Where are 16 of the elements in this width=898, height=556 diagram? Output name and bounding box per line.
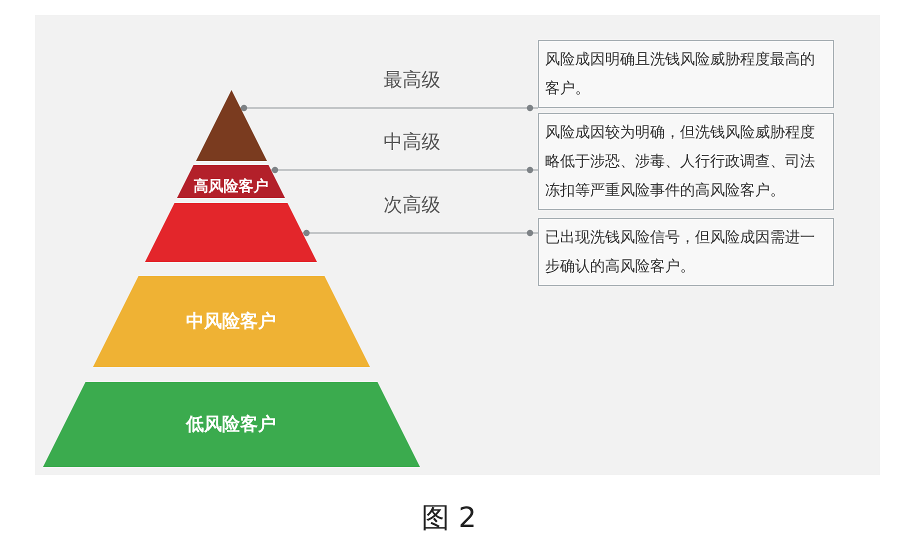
description-card	[538, 40, 834, 108]
level-label: 最高级	[382, 69, 442, 91]
tier-label: 高风险客户	[194, 177, 268, 195]
leader-line	[302, 230, 538, 236]
description-text: 已出现洗钱风险信号，但风险成因需进一步确认的高风险客户。	[545, 227, 816, 277]
tier-label: 中风险客户	[186, 310, 276, 332]
figure-caption: 图 2	[422, 501, 476, 534]
level-label: 次高级	[382, 194, 442, 216]
description-text: 风险成因较为明确，但洗钱风险威胁程度略低于涉恐、涉毒、人行行政调查、司法冻扣等严重风险事件的高风险客户。	[545, 122, 816, 201]
leader-line	[240, 104, 538, 112]
description-text: 风险成因明确且洗钱风险威胁程度最高的客户。	[545, 49, 816, 99]
tier-label: 低风险客户	[186, 414, 276, 436]
description-card	[538, 218, 834, 286]
description-card	[538, 113, 834, 210]
level-label: 中高级	[382, 131, 442, 153]
leader-line	[271, 166, 538, 174]
